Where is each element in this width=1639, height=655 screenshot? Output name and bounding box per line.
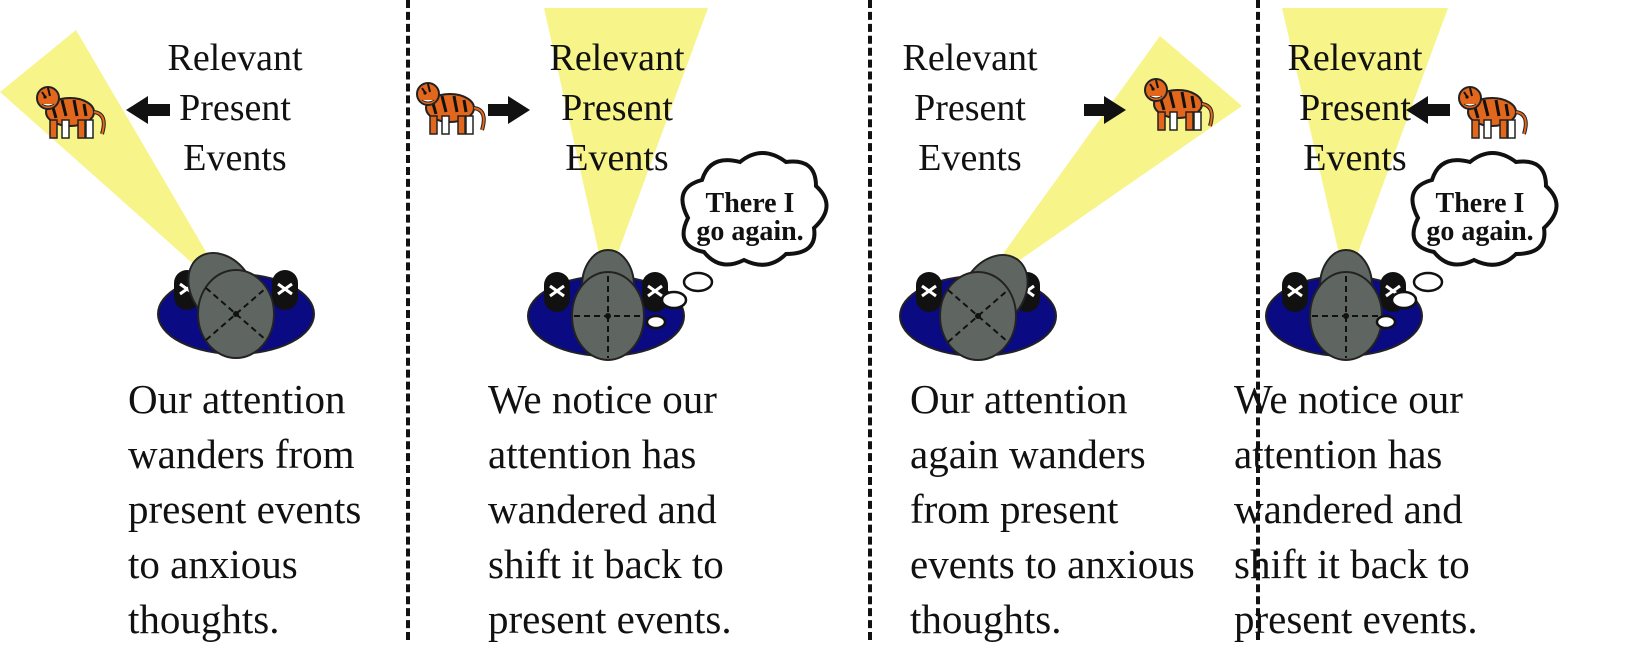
panel-4: Relevant Present Events There I go again…: [1234, 0, 1639, 655]
panel-3-figure: [898, 36, 1242, 361]
panel-4-figure: [1264, 8, 1559, 361]
person-icon: [898, 253, 1058, 361]
panel-caption: Our attention again wanders from present…: [910, 376, 1195, 642]
arrow-icon: [1406, 96, 1450, 124]
relevant-present-events-label: Relevant Present Events: [902, 37, 1038, 179]
person-icon: [1264, 249, 1424, 361]
panel-divider: [406, 0, 410, 640]
relevant-present-events-label: Relevant Present Events: [549, 37, 685, 179]
tiger-icon: [1457, 85, 1528, 140]
panel-caption: We notice our attention has wandered and…: [488, 376, 732, 642]
relevant-present-events-label: Relevant Present Events: [1287, 37, 1423, 179]
panel-caption: We notice our attention has wandered and…: [1234, 376, 1478, 642]
attention-spotlight: [1282, 8, 1448, 258]
panel-1: Relevant Present Events Our attention wa…: [0, 0, 406, 655]
thought-bubble-icon: [1375, 151, 1559, 330]
thought-bubble-text: There I go again.: [696, 188, 804, 247]
attention-spotlight: [544, 8, 708, 258]
thought-bubble-text: There I go again.: [1426, 188, 1534, 247]
panel-1-figure: [0, 30, 316, 359]
arrow-icon: [126, 96, 170, 124]
panel-divider: [1256, 0, 1260, 640]
thought-bubble-icon: [645, 151, 829, 330]
panel-2: Relevant Present Events There I go again…: [406, 0, 868, 655]
panel-caption: Our attention wanders from present event…: [128, 376, 362, 642]
relevant-present-events-label: Relevant Present Events: [167, 37, 303, 179]
panel-2-figure: [415, 8, 829, 361]
arrow-icon: [1084, 96, 1126, 124]
arrow-icon: [488, 96, 530, 124]
person-icon: [526, 249, 686, 361]
tiger-icon: [415, 81, 486, 136]
panel-3: Relevant Present Events Our attention ag…: [868, 0, 1256, 655]
person-icon: [156, 251, 316, 359]
panel-divider: [868, 0, 872, 640]
